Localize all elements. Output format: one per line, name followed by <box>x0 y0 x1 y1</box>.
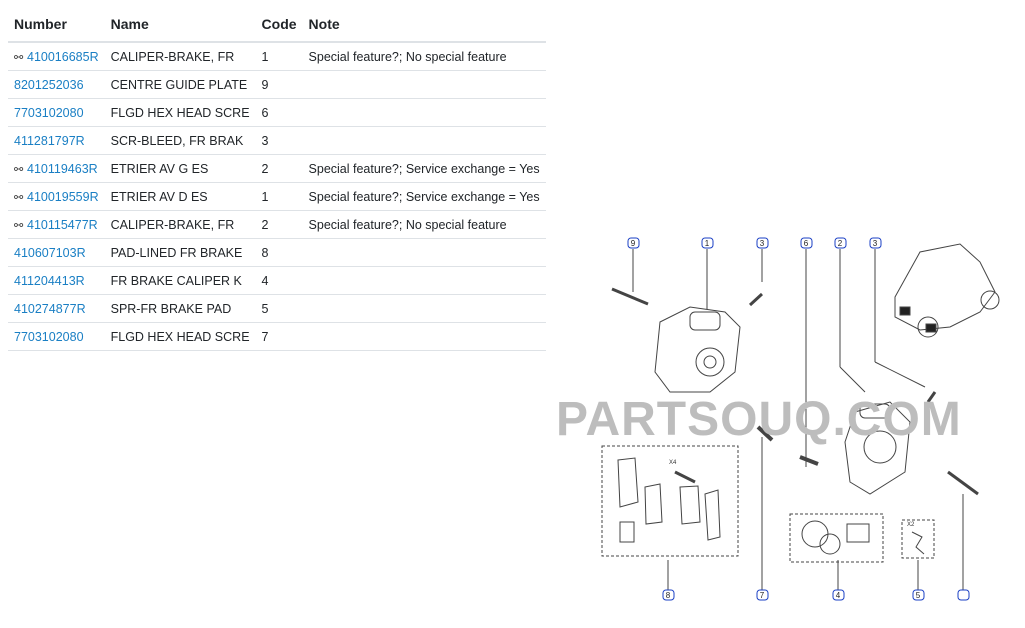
part-number-link[interactable]: 410119463R <box>27 161 98 176</box>
link-icon: ⚯ <box>14 163 24 176</box>
callout-number: 7 <box>760 591 765 600</box>
callout-label[interactable]: 8 <box>662 589 675 601</box>
cell-number: ⚯410119463R <box>8 154 105 183</box>
cell-note <box>302 126 546 155</box>
callout-label[interactable]: 3 <box>869 237 882 249</box>
cell-number: 411281797R <box>8 126 105 155</box>
cell-number: 410607103R <box>8 238 105 267</box>
cell-name: FLGD HEX HEAD SCRE <box>104 322 256 351</box>
cell-code: 9 <box>255 70 303 99</box>
callout-number: 4 <box>836 591 841 600</box>
cell-note: Special feature?; No special feature <box>302 42 546 71</box>
table-row: 7703102080 FLGD HEX HEAD SCRE 6 <box>8 98 546 127</box>
parts-table: Number Name Code Note ⚯410016685R CALIPE… <box>8 6 546 351</box>
callout-number: 6 <box>804 239 809 248</box>
part-number-link[interactable]: 410019559R <box>27 189 99 204</box>
callout-label[interactable]: 5 <box>912 589 925 601</box>
cell-number: ⚯410019559R <box>8 182 105 211</box>
cell-name: FLGD HEX HEAD SCRE <box>104 98 256 127</box>
cell-number: 411204413R <box>8 266 105 295</box>
parts-diagram: X4 X2 9 1 3 6 2 3 8 7 4 5 <box>601 237 1000 601</box>
cell-note <box>302 294 546 323</box>
cell-name: CENTRE GUIDE PLATE <box>104 70 256 99</box>
link-icon: ⚯ <box>14 191 24 204</box>
cell-name: CALIPER-BRAKE, FR <box>104 210 256 239</box>
part-number-link[interactable]: 410274877R <box>14 301 86 316</box>
part-number-link[interactable]: 411281797R <box>14 133 85 148</box>
cell-number: 7703102080 <box>8 98 105 127</box>
callout-number: 9 <box>631 239 636 248</box>
callout-number: 1 <box>705 239 710 248</box>
cell-code: 6 <box>255 98 303 127</box>
cell-code: 2 <box>255 210 303 239</box>
cell-number: 410274877R <box>8 294 105 323</box>
callout-number: 5 <box>916 591 921 600</box>
table-row: 411281797R SCR-BLEED, FR BRAK 3 <box>8 126 546 155</box>
cell-code: 4 <box>255 266 303 295</box>
cell-name: CALIPER-BRAKE, FR <box>104 42 256 71</box>
callout-number: 3 <box>760 239 765 248</box>
part-number-link[interactable]: 410115477R <box>27 217 98 232</box>
header-number[interactable]: Number <box>8 6 105 43</box>
cell-note <box>302 266 546 295</box>
callout-label[interactable] <box>957 589 970 601</box>
cell-code: 5 <box>255 294 303 323</box>
table-row: 411204413R FR BRAKE CALIPER K 4 <box>8 266 546 295</box>
part-number-link[interactable]: 8201252036 <box>14 77 84 92</box>
cell-note: Special feature?; Service exchange = Yes <box>302 154 546 183</box>
header-note[interactable]: Note <box>302 6 546 43</box>
cell-code: 1 <box>255 182 303 211</box>
header-code[interactable]: Code <box>255 6 303 43</box>
cell-number: ⚯410016685R <box>8 42 105 71</box>
callout-label[interactable]: 6 <box>800 237 813 249</box>
cell-number: 7703102080 <box>8 322 105 351</box>
qty-label-x4: X4 <box>669 460 677 466</box>
cell-number: 8201252036 <box>8 70 105 99</box>
part-number-link[interactable]: 7703102080 <box>14 329 84 344</box>
part-number-link[interactable]: 411204413R <box>14 273 85 288</box>
table-row: 7703102080 FLGD HEX HEAD SCRE 7 <box>8 322 546 351</box>
link-icon: ⚯ <box>14 219 24 232</box>
cell-note <box>302 238 546 267</box>
link-icon: ⚯ <box>14 51 24 64</box>
table-row: ⚯410115477R CALIPER-BRAKE, FR 2 Special … <box>8 210 546 239</box>
callout-number: 8 <box>666 591 671 600</box>
cell-name: SCR-BLEED, FR BRAK <box>104 126 256 155</box>
callout-number: 3 <box>873 239 878 248</box>
callout-label[interactable]: 9 <box>627 237 640 249</box>
cell-name: FR BRAKE CALIPER K <box>104 266 256 295</box>
part-number-link[interactable]: 7703102080 <box>14 105 84 120</box>
callout-label[interactable]: 1 <box>701 237 714 249</box>
cell-note <box>302 322 546 351</box>
table-row: 410274877R SPR-FR BRAKE PAD 5 <box>8 294 546 323</box>
cell-code: 3 <box>255 126 303 155</box>
cell-note <box>302 98 546 127</box>
cell-name: ETRIER AV G ES <box>104 154 256 183</box>
cell-code: 8 <box>255 238 303 267</box>
callout-label[interactable]: 7 <box>756 589 769 601</box>
cell-name: ETRIER AV D ES <box>104 182 256 211</box>
cell-name: SPR-FR BRAKE PAD <box>104 294 256 323</box>
part-number-link[interactable]: 410607103R <box>14 245 86 260</box>
cell-note: Special feature?; No special feature <box>302 210 546 239</box>
cell-note <box>302 70 546 99</box>
cell-number: ⚯410115477R <box>8 210 105 239</box>
table-row: ⚯410119463R ETRIER AV G ES 2 Special fea… <box>8 154 546 183</box>
cell-code: 7 <box>255 322 303 351</box>
table-row: 8201252036 CENTRE GUIDE PLATE 9 <box>8 70 546 99</box>
cell-note: Special feature?; Service exchange = Yes <box>302 182 546 211</box>
qty-label-x2: X2 <box>907 522 915 528</box>
part-number-link[interactable]: 410016685R <box>27 49 99 64</box>
cell-name: PAD-LINED FR BRAKE <box>104 238 256 267</box>
callout-label[interactable]: 4 <box>832 589 845 601</box>
callout-number: 2 <box>838 239 843 248</box>
table-row: 410607103R PAD-LINED FR BRAKE 8 <box>8 238 546 267</box>
cell-code: 2 <box>255 154 303 183</box>
callout-label[interactable]: 2 <box>834 237 847 249</box>
table-row: ⚯410016685R CALIPER-BRAKE, FR 1 Special … <box>8 42 546 71</box>
table-row: ⚯410019559R ETRIER AV D ES 1 Special fea… <box>8 182 546 211</box>
callout-label[interactable]: 3 <box>756 237 769 249</box>
cell-code: 1 <box>255 42 303 71</box>
header-name[interactable]: Name <box>104 6 256 43</box>
